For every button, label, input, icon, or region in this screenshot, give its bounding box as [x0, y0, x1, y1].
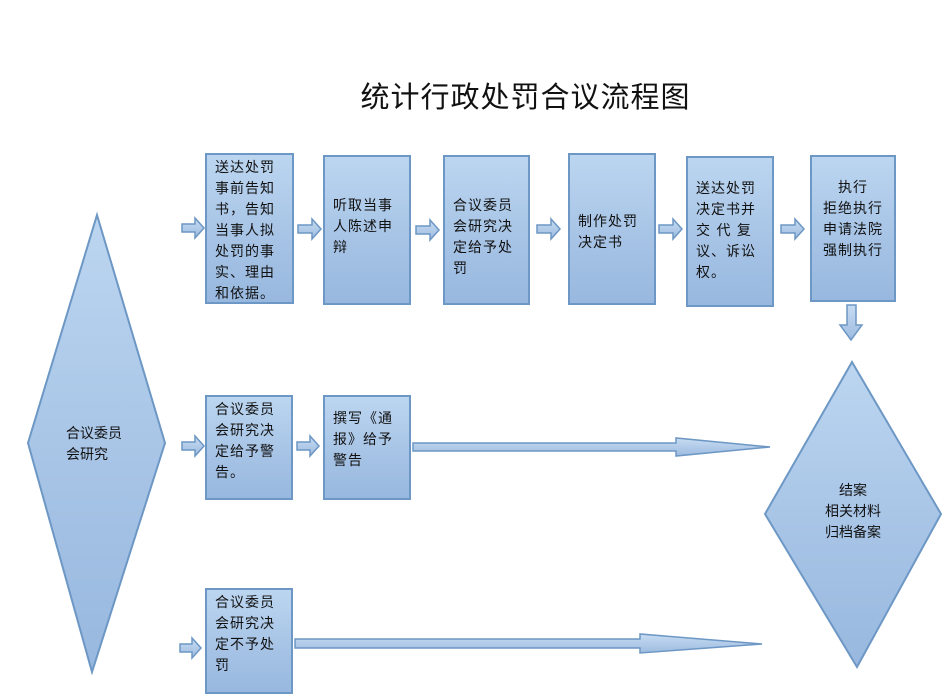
arrow-into-row2-step1	[181, 434, 206, 458]
row1-step3-decide-penalty: 合议委员 会研究决 定给予处 罚	[443, 155, 530, 305]
row2-step1-decide-warning: 合议委员 会研究决 定给予警 告。	[205, 395, 293, 500]
arrow-row1-step6-down-to-end	[838, 304, 864, 342]
row3-step1-no-penalty: 合议委员 会研究决 定不予处 罚	[205, 588, 293, 694]
arrow-row1-step5-to-step6	[780, 217, 806, 241]
arrow-row1-step4-to-step5	[658, 217, 684, 241]
row1-step4-label: 制作处罚 决定书	[578, 214, 638, 251]
row1-step5-label: 送达处罚 决定书并 交 代 复 议、诉讼 权。	[696, 181, 756, 281]
row2-step1-label: 合议委员 会研究决 定给予警 告。	[215, 402, 275, 481]
row1-step2-label: 听取当事 人陈述申 辩	[333, 198, 393, 256]
arrow-into-row3-step1	[179, 636, 203, 660]
arrow-row1-step2-to-step3	[415, 218, 441, 242]
decision-label: 合议委员 会研究	[66, 426, 122, 463]
row1-step3-label: 合议委员 会研究决 定给予处 罚	[453, 198, 513, 277]
row3-step1-label: 合议委员 会研究决 定不予处 罚	[215, 595, 275, 674]
row2-step2-write-notice: 撰写《通 报》给予 警告	[323, 395, 411, 500]
row1-step5-deliver-decision: 送达处罚 决定书并 交 代 复 议、诉讼 权。	[686, 156, 774, 307]
row1-step6-execute: 执行 拒绝执行 申请法院 强制执行	[810, 155, 896, 302]
row1-step4-make-decision: 制作处罚 决定书	[568, 153, 656, 305]
arrow-row2-step1-to-step2	[296, 434, 321, 458]
row2-step2-label: 撰写《通 报》给予 警告	[333, 411, 393, 469]
arrow-row3-to-end	[294, 633, 763, 654]
row1-step1-label: 送达处罚 事前告知 书，告知 当事人拟 处罚的事 实、理由 和依据。	[215, 160, 275, 302]
arrow-row1-step3-to-step4	[536, 217, 562, 241]
arrow-row1-step1-to-step2	[297, 217, 323, 241]
end-label: 结案 相关材料 归档备案	[825, 483, 881, 541]
end-diamond	[763, 360, 943, 670]
arrow-row2-to-end	[412, 437, 771, 457]
arrow-into-row1-step1	[181, 216, 206, 240]
row1-step2-hearing: 听取当事 人陈述申 辩	[323, 155, 411, 305]
row1-step1-notice: 送达处罚 事前告知 书，告知 当事人拟 处罚的事 实、理由 和依据。	[205, 153, 294, 304]
row1-step6-label: 执行 拒绝执行 申请法院 强制执行	[823, 180, 883, 259]
page-title: 统计行政处罚合议流程图	[360, 80, 691, 114]
decision-diamond	[26, 211, 167, 676]
